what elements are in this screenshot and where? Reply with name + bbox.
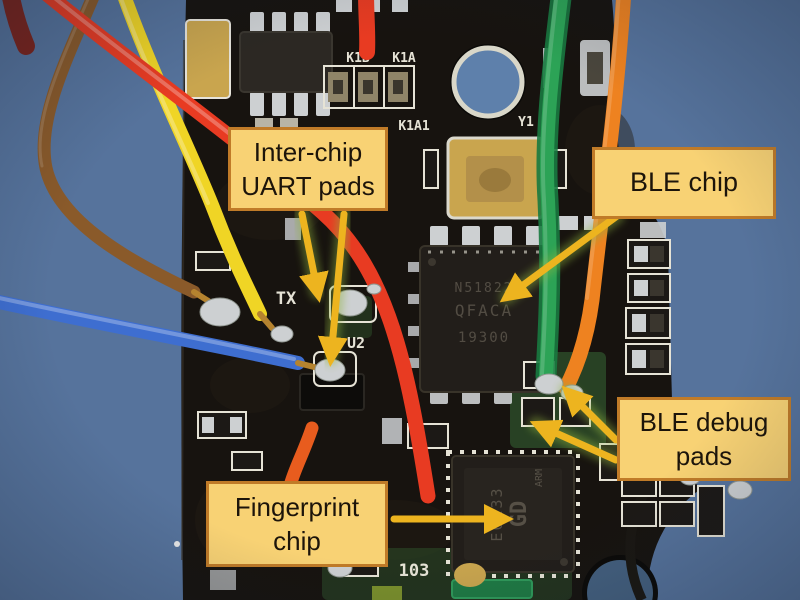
crystal-y1 — [423, 136, 567, 220]
gold-component — [185, 19, 231, 99]
yellow-wire — [118, 0, 267, 321]
svg-text:19300: 19300 — [458, 330, 510, 346]
blue-wire — [0, 295, 305, 370]
arrow-ble-debug-1 — [561, 385, 620, 444]
annotation-fingerprint-chip: Fingerprint chip — [206, 481, 388, 567]
right-edge-components — [558, 216, 671, 375]
green-wire — [539, 0, 568, 383]
annotation-fingerprint-line2: chip — [273, 526, 321, 556]
annotation-ble-debug-line1: BLE debug — [639, 406, 769, 437]
soic8-chip — [239, 12, 333, 116]
brown-wire — [37, 0, 201, 299]
dust-speck — [174, 541, 180, 547]
dark-red-wire-stub — [2, 0, 35, 55]
top-right-pad-center — [587, 52, 603, 84]
svg-text:N51822: N51822 — [455, 281, 514, 296]
annotation-uart-line1: Inter-chip — [253, 136, 363, 167]
annotation-uart-pads: Inter-chip UART pads — [228, 127, 388, 211]
silkscreen-k1a: K1A — [392, 51, 416, 66]
arrow-uart-pad-2 — [317, 210, 348, 367]
edge-pad — [336, 0, 352, 12]
annotation-arrows — [294, 206, 625, 535]
annotation-ble-chip-line1: BLE chip — [629, 167, 739, 198]
screw-hole-top — [450, 44, 526, 120]
silkscreen-tx: TX — [276, 289, 297, 309]
silkscreen-u2: U2 — [347, 334, 365, 352]
svg-text:QFACA: QFACA — [455, 301, 513, 320]
annotation-uart-line2: UART pads — [241, 171, 375, 201]
annotation-ble-debug-pads: BLE debug pads — [617, 397, 791, 481]
ble-chip-marking: N51822 QFACA 19300 — [455, 281, 514, 346]
arrow-uart-pad-1 — [298, 210, 329, 303]
annotation-fingerprint-line1: Fingerprint — [234, 491, 360, 522]
red-wire — [42, 0, 436, 504]
annotation-ble-chip: BLE chip — [592, 147, 776, 219]
svg-text:ARM: ARM — [534, 469, 545, 487]
red-wire-stub-top — [358, 0, 376, 60]
edge-pad — [392, 0, 408, 12]
silkscreen-y1: Y1 — [518, 115, 534, 130]
arrow-ble-chip — [499, 212, 621, 303]
silkscreen-j03: 103 — [399, 561, 430, 581]
orange-wire — [558, 0, 631, 396]
annotation-ble-debug-line2: pads — [675, 441, 733, 471]
silkscreen-k1a1: K1A1 — [398, 119, 429, 134]
arrow-ble-debug-2 — [529, 419, 620, 464]
relay-pad-block — [323, 65, 415, 109]
